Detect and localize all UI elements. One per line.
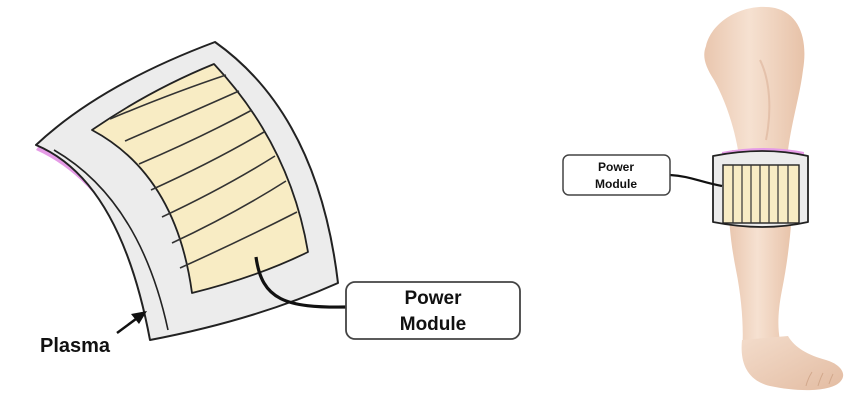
- power-cable: [254, 256, 348, 309]
- band-electrode: [722, 164, 800, 224]
- frame-fold-line: [53, 149, 169, 331]
- electrode-stripes: [109, 74, 298, 269]
- curved-plasma-patch: [35, 41, 348, 341]
- electrode-panel: [91, 63, 309, 294]
- leg-shading: [759, 59, 771, 141]
- power-module-box-right: Power Module: [562, 154, 671, 196]
- plasma-label: Plasma: [40, 335, 111, 357]
- leg-knee: [704, 6, 805, 150]
- power-module-left-line1: Power: [404, 288, 462, 309]
- power-module-right-line1: Power: [598, 160, 634, 174]
- leg-toes: [805, 371, 834, 387]
- band-electrode-stripes: [732, 165, 789, 223]
- band-cable: [669, 173, 723, 188]
- plasma-callout: Plasma: [40, 311, 147, 357]
- wearable-band: [669, 148, 809, 228]
- power-module-box-left: Power Module: [345, 281, 521, 340]
- leg-foot: [741, 336, 844, 391]
- power-module-right-line2: Module: [595, 177, 637, 191]
- power-module-left-line2: Module: [400, 314, 467, 335]
- plasma-arrowhead: [131, 311, 147, 324]
